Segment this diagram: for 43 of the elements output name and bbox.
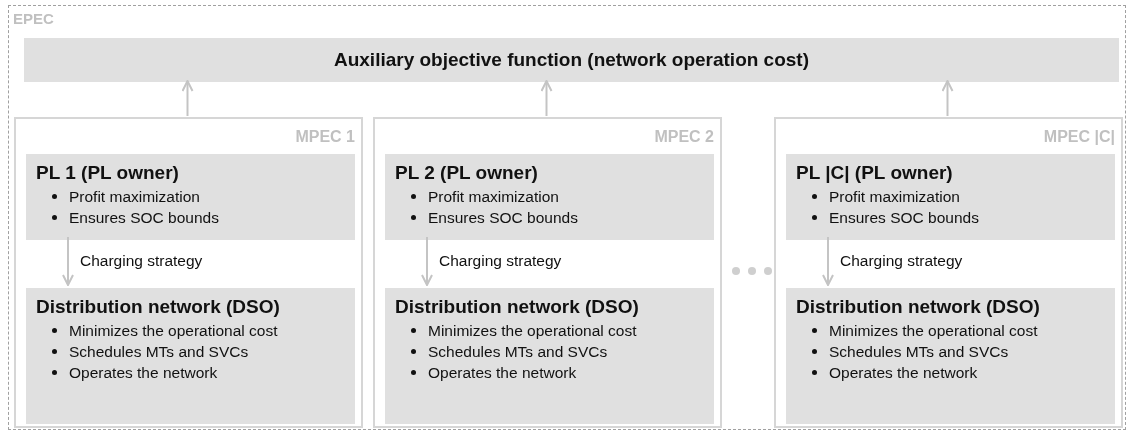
objective-box: [24, 38, 1119, 82]
panel-title: MPEC 1: [295, 127, 355, 147]
arrow: [62, 236, 74, 286]
bullet-item: Minimizes the operational cost: [829, 321, 1038, 341]
bullet-item: Operates the network: [69, 363, 218, 383]
arrow: [941, 80, 954, 117]
objective-title: Auxiliary objective function (network operation cost): [333, 47, 810, 72]
mpec-panel: [373, 117, 722, 428]
agent-box: [786, 288, 1115, 424]
agent-box: [26, 288, 355, 424]
panel-title: MPEC |C|: [1043, 127, 1115, 147]
bullet-item: Ensures SOC bounds: [69, 208, 219, 228]
box-heading: PL |C| (PL owner): [796, 161, 954, 185]
bullet-item: Operates the network: [428, 363, 577, 383]
box-heading: Distribution network (DSO): [36, 295, 281, 319]
arrow: [540, 80, 553, 117]
bullet-item: Minimizes the operational cost: [69, 321, 278, 341]
bullet-item: Schedules MTs and SVCs: [829, 342, 1009, 362]
bullet-item: Schedules MTs and SVCs: [428, 342, 608, 362]
bullet-item: Operates the network: [829, 363, 978, 383]
agent-box: [786, 154, 1115, 240]
bullet-item: Minimizes the operational cost: [428, 321, 637, 341]
bullet-item: Ensures SOC bounds: [829, 208, 979, 228]
box-heading: PL 2 (PL owner): [395, 161, 539, 185]
bullet-item: Ensures SOC bounds: [428, 208, 578, 228]
arrow: [181, 80, 194, 117]
agent-box: [385, 154, 714, 240]
mpec-panel: [14, 117, 363, 428]
box-heading: Distribution network (DSO): [796, 295, 1041, 319]
agent-box: [26, 154, 355, 240]
bullet-item: Profit maximization: [428, 187, 559, 207]
agent-box: [385, 288, 714, 424]
box-heading: PL 1 (PL owner): [36, 161, 180, 185]
arrow: [822, 236, 834, 286]
panel-title: MPEC 2: [654, 127, 714, 147]
bullet-item: Profit maximization: [829, 187, 960, 207]
bullet-item: Profit maximization: [69, 187, 200, 207]
box-heading: Distribution network (DSO): [395, 295, 640, 319]
mpec-panel: [774, 117, 1123, 428]
frame-title: EPEC: [13, 9, 54, 29]
dashed-frame: [8, 5, 1126, 430]
bullet-item: Schedules MTs and SVCs: [69, 342, 249, 362]
arrow: [421, 236, 433, 286]
